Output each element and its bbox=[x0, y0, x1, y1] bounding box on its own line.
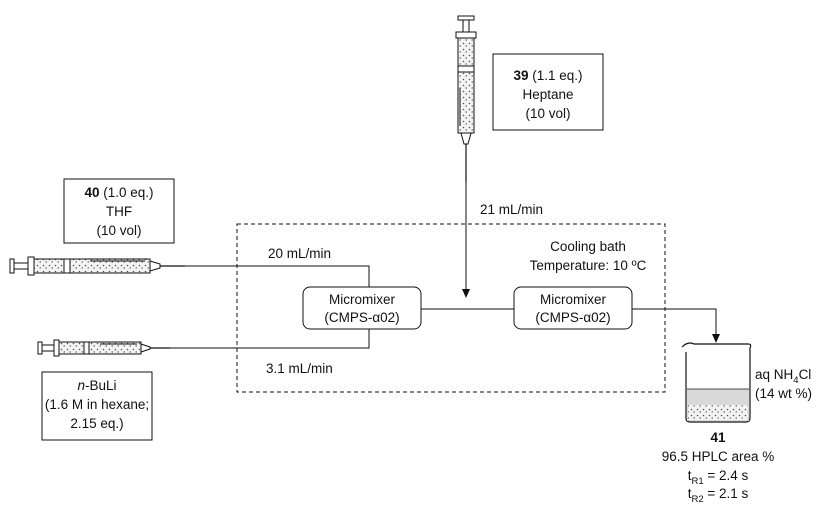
tr2-value: = 2.1 s bbox=[704, 486, 749, 501]
reagent-40-volume: (10 vol) bbox=[96, 223, 141, 238]
tr1-sub: R1 bbox=[691, 476, 703, 487]
quench-reagent-sub: 4 bbox=[793, 375, 798, 386]
svg-text:tR1 = 2.4 s: tR1 = 2.4 s bbox=[688, 468, 749, 487]
product-label: 41 bbox=[710, 430, 726, 445]
flow-rate-thf: 20 mL/min bbox=[268, 246, 331, 261]
svg-text:40 (1.0 eq.): 40 (1.0 eq.) bbox=[84, 185, 153, 200]
syringe-icon bbox=[455, 15, 477, 182]
arrow-icon bbox=[712, 334, 720, 343]
reagent-40-solvent: THF bbox=[106, 204, 132, 219]
reagent-buli-name: -BuLi bbox=[85, 378, 117, 393]
reagent-buli-prefix: n bbox=[77, 378, 85, 393]
cooling-bath-title: Cooling bath bbox=[550, 239, 626, 254]
arrow-icon bbox=[462, 289, 470, 298]
micromixer-2 bbox=[513, 286, 633, 330]
reagent-39-box bbox=[492, 53, 604, 131]
reagent-buli-equiv: 2.15 eq.) bbox=[70, 416, 123, 431]
micromixer-1-name: Micromixer bbox=[329, 292, 396, 307]
reagent-39-equiv: (1.1 eq.) bbox=[529, 68, 583, 83]
cooling-bath-box bbox=[236, 223, 666, 393]
reagent-40-box bbox=[63, 178, 175, 244]
tr2-sub: R2 bbox=[691, 494, 703, 505]
tr1-value: = 2.4 s bbox=[704, 468, 749, 483]
quench-conc: (14 wt %) bbox=[755, 386, 812, 401]
cooling-bath-temperature: Temperature: 10 ºC bbox=[530, 258, 647, 273]
syringe-icon bbox=[9, 256, 185, 276]
micromixer-1-model: (CMPS-α02) bbox=[324, 310, 399, 325]
reagent-buli-box bbox=[41, 371, 153, 441]
flow-rate-buli: 3.1 mL/min bbox=[266, 361, 333, 376]
micromixer-2-model: (CMPS-α02) bbox=[535, 310, 610, 325]
beaker-icon bbox=[681, 342, 752, 423]
reagent-buli-conc: (1.6 M in hexane; bbox=[45, 397, 149, 412]
svg-text:39 (1.1 eq.): 39 (1.1 eq.) bbox=[513, 68, 582, 83]
syringe-icon bbox=[37, 339, 170, 357]
svg-text:n-BuLi: n-BuLi bbox=[77, 378, 116, 393]
reagent-39-label: 39 bbox=[513, 68, 528, 83]
flow-rate-heptane: 21 mL/min bbox=[480, 202, 543, 217]
reagent-40-label: 40 bbox=[84, 185, 99, 200]
svg-text:tR2 = 2.1 s: tR2 = 2.1 s bbox=[688, 486, 749, 505]
micromixer-2-name: Micromixer bbox=[540, 292, 607, 307]
tr1-symbol: t bbox=[688, 468, 692, 483]
tr2-symbol: t bbox=[688, 486, 692, 501]
reagent-39-solvent: Heptane bbox=[522, 87, 573, 102]
reagent-40-equiv: (1.0 eq.) bbox=[100, 185, 154, 200]
micromixer-1 bbox=[302, 286, 422, 330]
svg-text:aq NH4Cl: aq NH4Cl bbox=[755, 367, 811, 386]
product-purity: 96.5 HPLC area % bbox=[662, 449, 775, 464]
reagent-39-volume: (10 vol) bbox=[525, 106, 570, 121]
quench-reagent-tail: Cl bbox=[799, 367, 812, 382]
quench-reagent: aq NH bbox=[755, 367, 793, 382]
